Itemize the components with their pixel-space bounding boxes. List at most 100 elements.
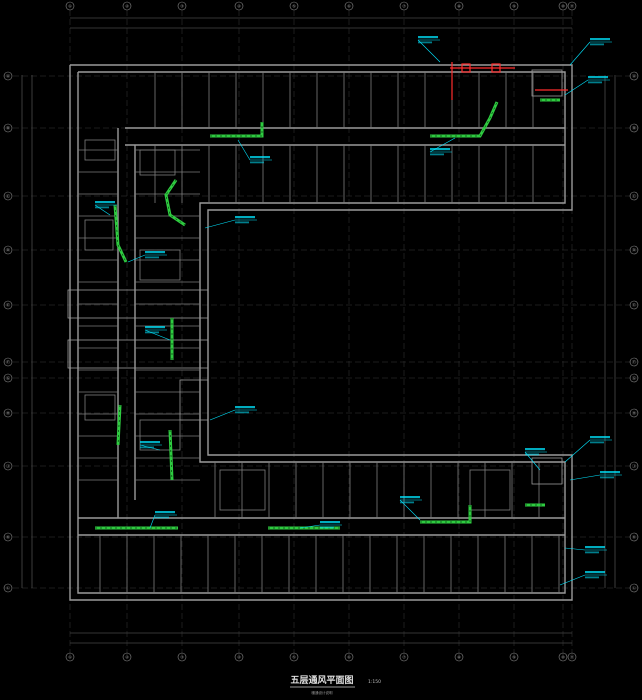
axis-label-side: Ⓔ [632,302,636,308]
ventilation-ducts [95,98,560,530]
axis-bubble-side-5-1 [629,357,639,367]
axis-bubble-side-2-0 [3,191,13,201]
axis-label-side: Ⓖ [6,375,10,381]
axis-bubble-top-1-0 [122,1,132,11]
axis-label-top: ⑩ [561,655,565,660]
axis-bubble-side-1-1 [629,123,639,133]
axis-bubble-top-7-0 [454,1,464,11]
axis-label-side: Ⓓ [632,247,636,253]
axis-bubble-top-1-1 [122,652,132,662]
axis-label-side: Ⓑ [632,125,636,131]
axis-label-top: ⑦ [402,655,406,660]
axis-label-top: ⑩ [561,4,565,9]
axis-bubble-top-8-0 [509,1,519,11]
axis-label-top: ⑤ [292,655,296,660]
axis-bubble-side-5-0 [3,357,13,367]
axis-label-side: Ⓔ [6,302,10,308]
axis-label-top: ④ [237,4,241,9]
axis-label-side: Ⓚ [632,534,636,540]
title-block: 五层通风平面图 1:150 暖通设计说明 [290,674,381,695]
axis-bubble-top-6-0 [399,1,409,11]
axis-bubble-side-9-1 [629,532,639,542]
axis-bubble-top-2-0 [177,1,187,11]
axis-label-top: ③ [180,4,184,9]
room-partitions [78,72,560,593]
axis-label-side: Ⓒ [6,193,10,199]
axis-bubble-top-3-1 [234,652,244,662]
axis-label-side: Ⓕ [632,359,636,365]
axis-label-top: ⑨ [512,4,516,9]
axis-bubble-top-5-1 [344,652,354,662]
building-walls [69,64,573,601]
axis-label-top: ⑨ [512,655,516,660]
axis-label-side: Ⓐ [6,73,10,79]
annotations [94,36,622,586]
axis-label-top: ⑥ [347,4,351,9]
axis-bubble-top-8-1 [509,652,519,662]
axis-label-side: Ⓖ [632,375,636,381]
axis-bubble-side-4-1 [629,300,639,310]
axis-bubble-side-8-0 [3,461,13,471]
axis-label-top: ③ [180,655,184,660]
axis-bubble-top-10-0 [567,1,577,11]
axis-label-side: Ⓕ [6,359,10,365]
axis-label-side: Ⓐ [632,73,636,79]
axis-bubble-side-0-0 [3,71,13,81]
axis-bubble-top-4-1 [289,652,299,662]
axis-bubble-side-6-1 [629,373,639,383]
axis-grid-lines [4,10,638,655]
axis-label-top: ⑤ [292,4,296,9]
axis-label-top: ⑧ [457,4,461,9]
axis-bubble-side-9-0 [3,532,13,542]
axis-bubble-side-2-1 [629,191,639,201]
axis-bubble-top-0-1 [65,652,75,662]
axis-bubble-side-7-1 [629,408,639,418]
drawing-scale: 1:150 [368,679,381,685]
axis-bubble-side-3-0 [3,245,13,255]
axis-label-top: ② [125,4,129,9]
axis-label-top: ④ [237,655,241,660]
axis-bubble-side-6-0 [3,373,13,383]
axis-label-top: ① [68,4,72,9]
axis-bubble-side-10-1 [629,583,639,593]
axis-label-top: ⑥ [347,655,351,660]
axis-bubble-side-8-1 [629,461,639,471]
stair-cores [67,69,563,485]
drawing-title: 五层通风平面图 [290,674,353,686]
axis-label-side: Ⓑ [6,125,10,131]
axis-label-side: Ⓙ [632,463,636,469]
axis-label-top: ⑪ [570,3,574,9]
axis-label-top: ⑧ [457,655,461,660]
axis-label-top: ⑦ [402,4,406,9]
axis-bubble-top-10-1 [567,652,577,662]
exhaust-fans [450,62,568,100]
axis-bubble-side-10-0 [3,583,13,593]
axis-label-top: ① [68,655,72,660]
axis-bubble-side-1-0 [3,123,13,133]
axis-bubble-top-4-0 [289,1,299,11]
axis-label-side: Ⓛ [632,585,636,591]
axis-label-top: ② [125,655,129,660]
axis-bubble-top-9-1 [558,652,568,662]
axis-bubble-top-5-0 [344,1,354,11]
axis-label-side: Ⓗ [6,410,10,416]
axis-bubble-top-9-0 [558,1,568,11]
axis-label-top: ⑪ [570,654,574,660]
axis-bubble-side-0-1 [629,71,639,81]
axis-bubble-side-7-0 [3,408,13,418]
axis-bubble-top-3-0 [234,1,244,11]
axis-bubble-side-4-0 [3,300,13,310]
drawing-subtitle: 暖通设计说明 [312,690,333,695]
axis-label-side: Ⓛ [6,585,10,591]
axis-label-side: Ⓓ [6,247,10,253]
axis-bubble-side-3-1 [629,245,639,255]
axis-bubble-top-7-1 [454,652,464,662]
axis-bubble-top-6-1 [399,652,409,662]
dimension-lines [21,17,616,644]
axis-label-side: Ⓒ [632,193,636,199]
axis-label-side: Ⓗ [632,410,636,416]
axis-bubble-top-0-0 [65,1,75,11]
axis-label-side: Ⓙ [6,463,10,469]
